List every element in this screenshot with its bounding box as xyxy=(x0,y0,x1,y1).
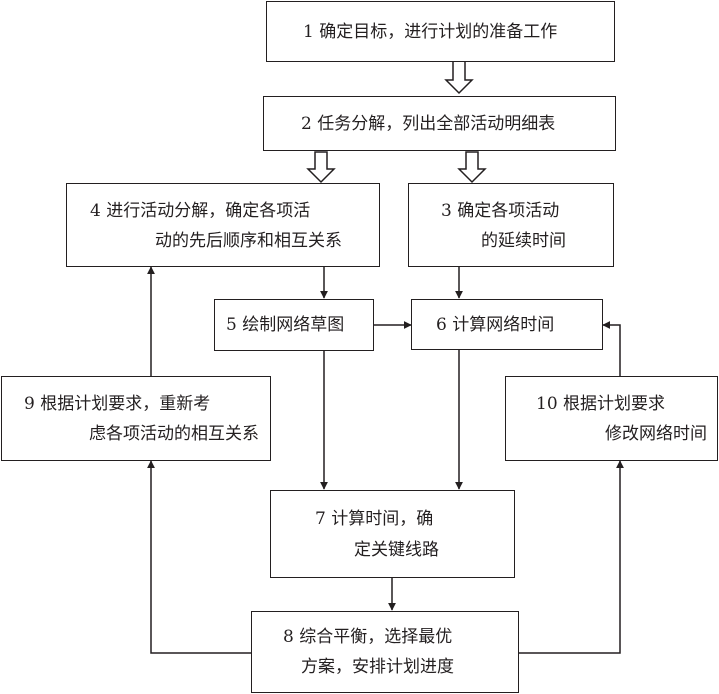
step-8-text-line1: 8 综合平衡，选择最优 xyxy=(283,627,453,647)
step-1-box: 1 确定目标，进行计划的准备工作 xyxy=(266,1,615,62)
step-7-text-line1: 7 计算时间，确 xyxy=(315,509,434,529)
step-6-text: 6 计算网络时间 xyxy=(436,315,555,335)
step-10-text-line2: 修改网络时间 xyxy=(605,424,707,444)
step-8-text-line2: 方案，安排计划进度 xyxy=(301,657,454,677)
step-4-text-line2: 动的先后顺序和相互关系 xyxy=(155,231,342,251)
arrow-8-to-9 xyxy=(147,460,251,654)
step-9-text-line2: 虑各项活动的相互关系 xyxy=(89,424,259,444)
hollow-arrow-2-to-3 xyxy=(457,151,487,184)
step-3-box: 3 确定各项活动 的延续时间 xyxy=(408,183,614,267)
step-5-box: 5 绘制网络草图 xyxy=(214,299,374,351)
step-3-text-line2: 的延续时间 xyxy=(481,231,566,251)
hollow-arrow-2-to-4 xyxy=(306,151,336,184)
arrow-8-to-10 xyxy=(519,460,624,654)
step-2-box: 2 任务分解，列出全部活动明细表 xyxy=(263,96,616,151)
step-10-box: 10 根据计划要求 修改网络时间 xyxy=(505,376,718,461)
arrow-10-to-6 xyxy=(602,321,621,376)
step-4-text-line1: 4 进行活动分解，确定各项活 xyxy=(90,201,311,221)
step-2-text: 2 任务分解，列出全部活动明细表 xyxy=(301,114,556,134)
step-7-text-line2: 定关键线路 xyxy=(354,540,439,560)
step-4-box: 4 进行活动分解，确定各项活 动的先后顺序和相互关系 xyxy=(66,183,380,267)
step-8-box: 8 综合平衡，选择最优 方案，安排计划进度 xyxy=(251,611,519,693)
step-6-box: 6 计算网络时间 xyxy=(411,299,603,350)
step-3-text-line1: 3 确定各项活动 xyxy=(441,201,560,221)
step-10-text-line1: 10 根据计划要求 xyxy=(536,394,666,414)
step-1-text: 1 确定目标，进行计划的准备工作 xyxy=(303,22,558,42)
step-7-box: 7 计算时间，确 定关键线路 xyxy=(270,490,515,578)
step-5-text: 5 绘制网络草图 xyxy=(226,315,345,335)
step-9-text-line1: 9 根据计划要求，重新考 xyxy=(24,394,211,414)
step-9-box: 9 根据计划要求，重新考 虑各项活动的相互关系 xyxy=(1,376,271,461)
hollow-arrow-1-to-2 xyxy=(444,59,474,95)
